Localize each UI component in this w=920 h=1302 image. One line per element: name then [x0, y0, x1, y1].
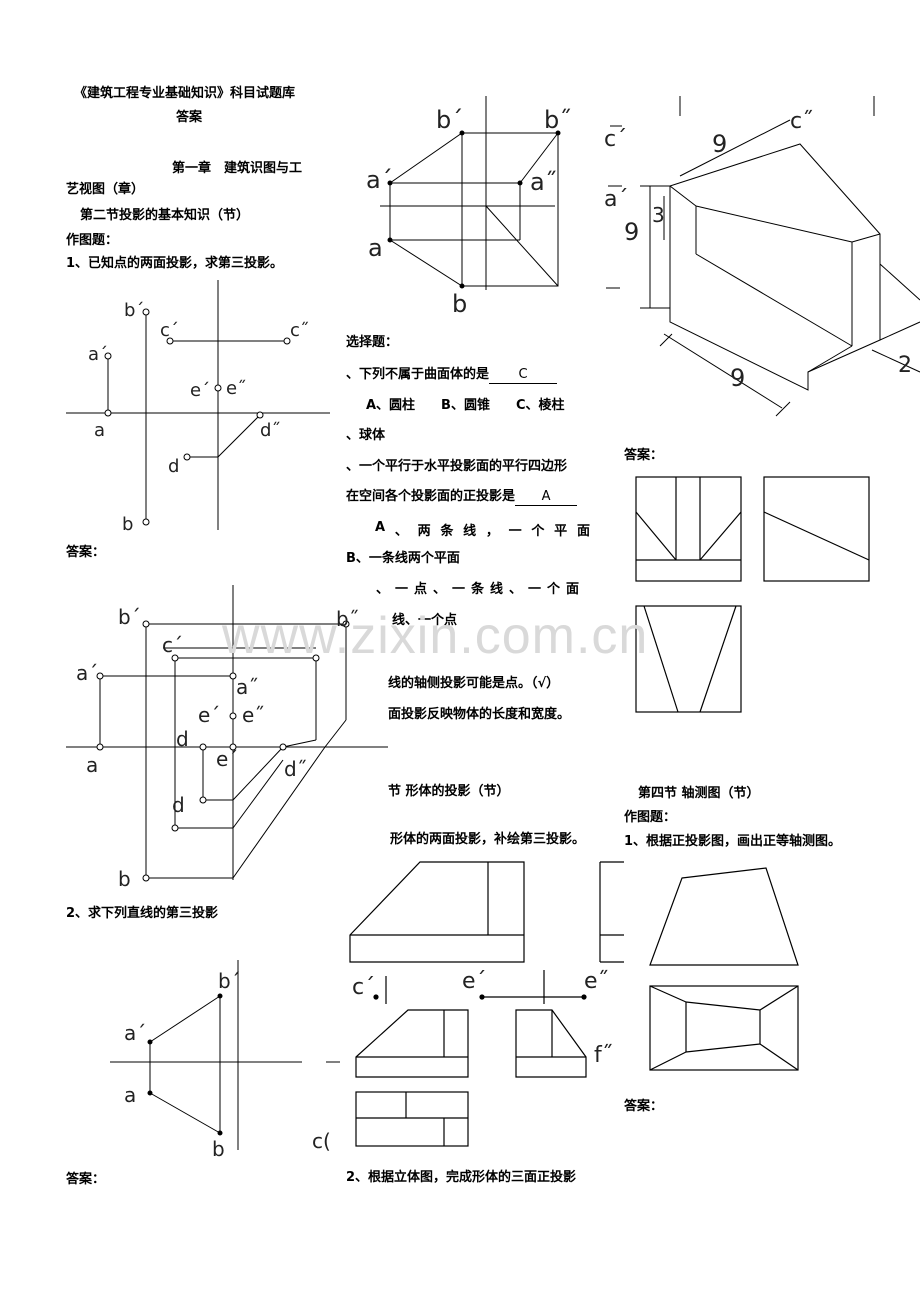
label-a1: a´ — [88, 344, 108, 365]
dim-9-bottom: 9 — [730, 364, 745, 392]
answer-label: 答案： — [66, 545, 106, 560]
label-e1: e´ — [190, 380, 210, 401]
label-b2: b˝ — [336, 607, 359, 631]
label-c1: c´ — [162, 633, 183, 657]
label-c1: c´ — [604, 127, 627, 152]
label-a1: a´ — [124, 1021, 146, 1045]
label-a: a — [124, 1083, 136, 1107]
label-b2: b˝ — [544, 106, 571, 134]
question-2: 2、求下列直线的第三投影 — [66, 906, 219, 921]
chapter-heading-cont: 艺视图（章） — [66, 182, 145, 197]
watermark: www.zixin.com.cn — [222, 607, 649, 665]
label-e1: e´ — [462, 969, 487, 994]
label-a2: a˝ — [530, 168, 557, 196]
label-a: a — [94, 420, 105, 441]
dim-2: 2 — [898, 353, 912, 378]
label-c2: c˝ — [790, 109, 813, 134]
label-c1: c´ — [160, 320, 179, 341]
label-a1: a´ — [366, 166, 393, 194]
label-b1: b´ — [218, 969, 241, 993]
chapter-heading: 第一章 建筑识图与工 — [172, 161, 303, 176]
question-3: 形体的两面投影，补绘第三投影。 — [390, 832, 586, 847]
label-a1: a´ — [604, 187, 628, 212]
label-a2: a˝ — [236, 675, 258, 699]
label-c1: c´ — [352, 975, 375, 1000]
label-b: b — [118, 867, 131, 891]
label-e: e´ — [216, 747, 238, 771]
choice-option-d2: 线、一个点 — [392, 613, 458, 628]
choice-label: 选择题： — [346, 335, 399, 350]
dim-9-left: 9 — [624, 218, 639, 246]
label-e2: e˝ — [226, 378, 246, 399]
label-d2: d˝ — [284, 757, 307, 781]
section-heading: 第二节投影的基本知识（节） — [80, 208, 250, 223]
doc-title-answer: 答案 — [176, 110, 203, 125]
section-4-heading: 第四节 轴测图（节） — [638, 786, 760, 801]
dim-9-top: 9 — [712, 130, 727, 158]
label-d1: d — [176, 727, 189, 751]
label-c2: c˝ — [290, 320, 309, 341]
label-a1: a´ — [76, 661, 98, 685]
answer-label: 答案： — [624, 448, 664, 463]
label-f2: f˝ — [594, 1043, 613, 1068]
judge-1: 线的轴侧投影可能是点。（√） — [388, 676, 560, 691]
label-b: b — [452, 290, 467, 318]
label-e2: e˝ — [584, 969, 609, 994]
choice-option-c: 、一点、一条线、一个面 — [376, 582, 586, 597]
label-e1: e´ — [198, 703, 220, 727]
question-axonometric: 1、根据正投影图，画出正等轴测图。 — [624, 834, 842, 849]
answer-label: 答案： — [624, 1099, 664, 1114]
label-b1: b´ — [436, 106, 463, 134]
choice-option-a: A、两条线，一个平面 — [375, 520, 590, 539]
choice-option-d: 、球体 — [346, 428, 386, 443]
doc-title: 《建筑工程专业基础知识》科目试题库 — [74, 86, 296, 101]
label-c-cut: c( — [312, 1129, 331, 1153]
question-4: 2、根据立体图，完成形体的三面正投影 — [346, 1170, 577, 1185]
answer-label: 答案： — [66, 1172, 106, 1187]
label-e2: e˝ — [242, 703, 264, 727]
choice-option-b: B、一条线两个平面 — [346, 551, 460, 566]
section-3-heading: 节 形体的投影（节） — [388, 784, 510, 799]
judge-2: 面投影反映物体的长度和宽度。 — [388, 707, 571, 722]
dim-3: 3 — [652, 203, 665, 227]
choice-question-2a: 、一个平行于水平投影面的平行四边形 — [346, 459, 568, 474]
label-b: b — [122, 514, 133, 535]
drawing-label: 作图题： — [624, 810, 677, 825]
drawing-label: 作图题： — [66, 233, 119, 248]
question-1: 1、已知点的两面投影，求第三投影。 — [66, 256, 284, 271]
label-b1: b´ — [118, 605, 141, 629]
label-a: a — [368, 234, 383, 262]
label-b: b — [212, 1137, 225, 1161]
choice-options-1: A、圆柱 B、圆锥 C、棱柱 — [366, 398, 565, 413]
label-d: d — [168, 456, 179, 477]
label-d: d — [172, 793, 185, 817]
label-d2: d˝ — [260, 420, 280, 441]
label-a: a — [86, 753, 98, 777]
label-b1: b´ — [124, 300, 144, 321]
